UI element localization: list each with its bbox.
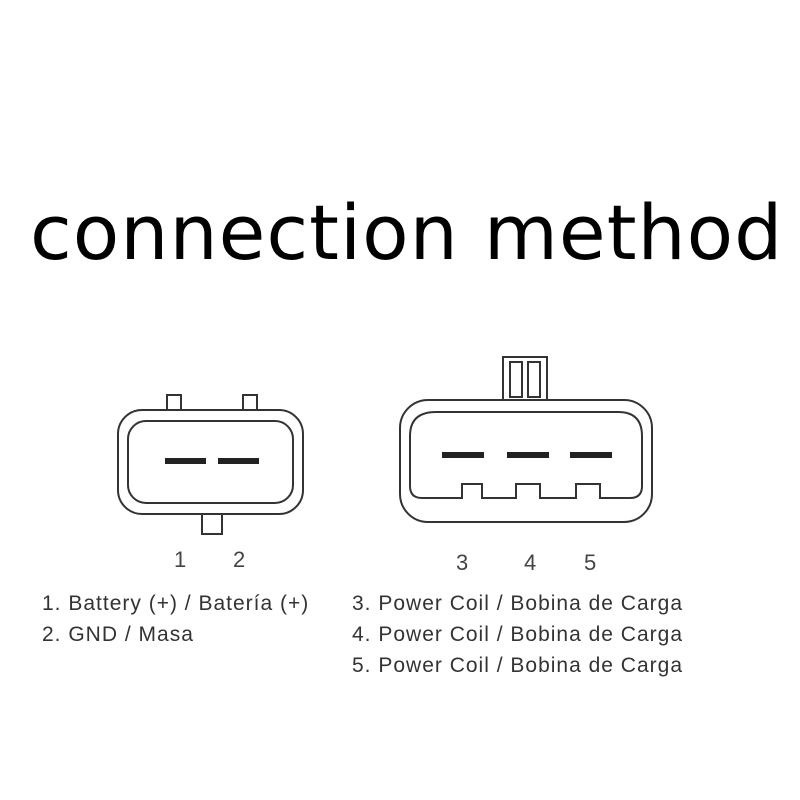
legend-left: 1. Battery (+) / Batería (+) 2. GND / Ma…: [42, 588, 309, 650]
pin-label-2: 2: [233, 547, 246, 572]
connector-a-outer: [117, 409, 304, 515]
connector-b-tab-slot-right: [527, 361, 541, 398]
pin-label-3: 3: [456, 550, 469, 575]
legend-item-3: 3. Power Coil / Bobina de Carga: [352, 592, 683, 615]
connector-b-tab-slot-left: [509, 361, 523, 398]
pin-label-5: 5: [584, 550, 597, 575]
pin-label-1: 1: [174, 547, 187, 572]
connector-a-key: [201, 513, 223, 535]
pin-label-4: 4: [524, 550, 537, 575]
legend-item-1: 1. Battery (+) / Batería (+): [42, 592, 310, 615]
page-title: connection method: [30, 188, 784, 277]
connector-b-inner: [409, 411, 643, 499]
legend-item-5: 5. Power Coil / Bobina de Carga: [352, 654, 683, 677]
connector-b-outer: [399, 399, 653, 523]
connector-b: [399, 356, 653, 523]
legend-right: 3. Power Coil / Bobina de Carga 4. Power…: [352, 588, 683, 681]
connector-a: [117, 394, 304, 535]
legend-item-2: 2. GND / Masa: [42, 623, 194, 646]
connector-a-inner: [127, 420, 294, 504]
legend-item-4: 4. Power Coil / Bobina de Carga: [352, 623, 683, 646]
